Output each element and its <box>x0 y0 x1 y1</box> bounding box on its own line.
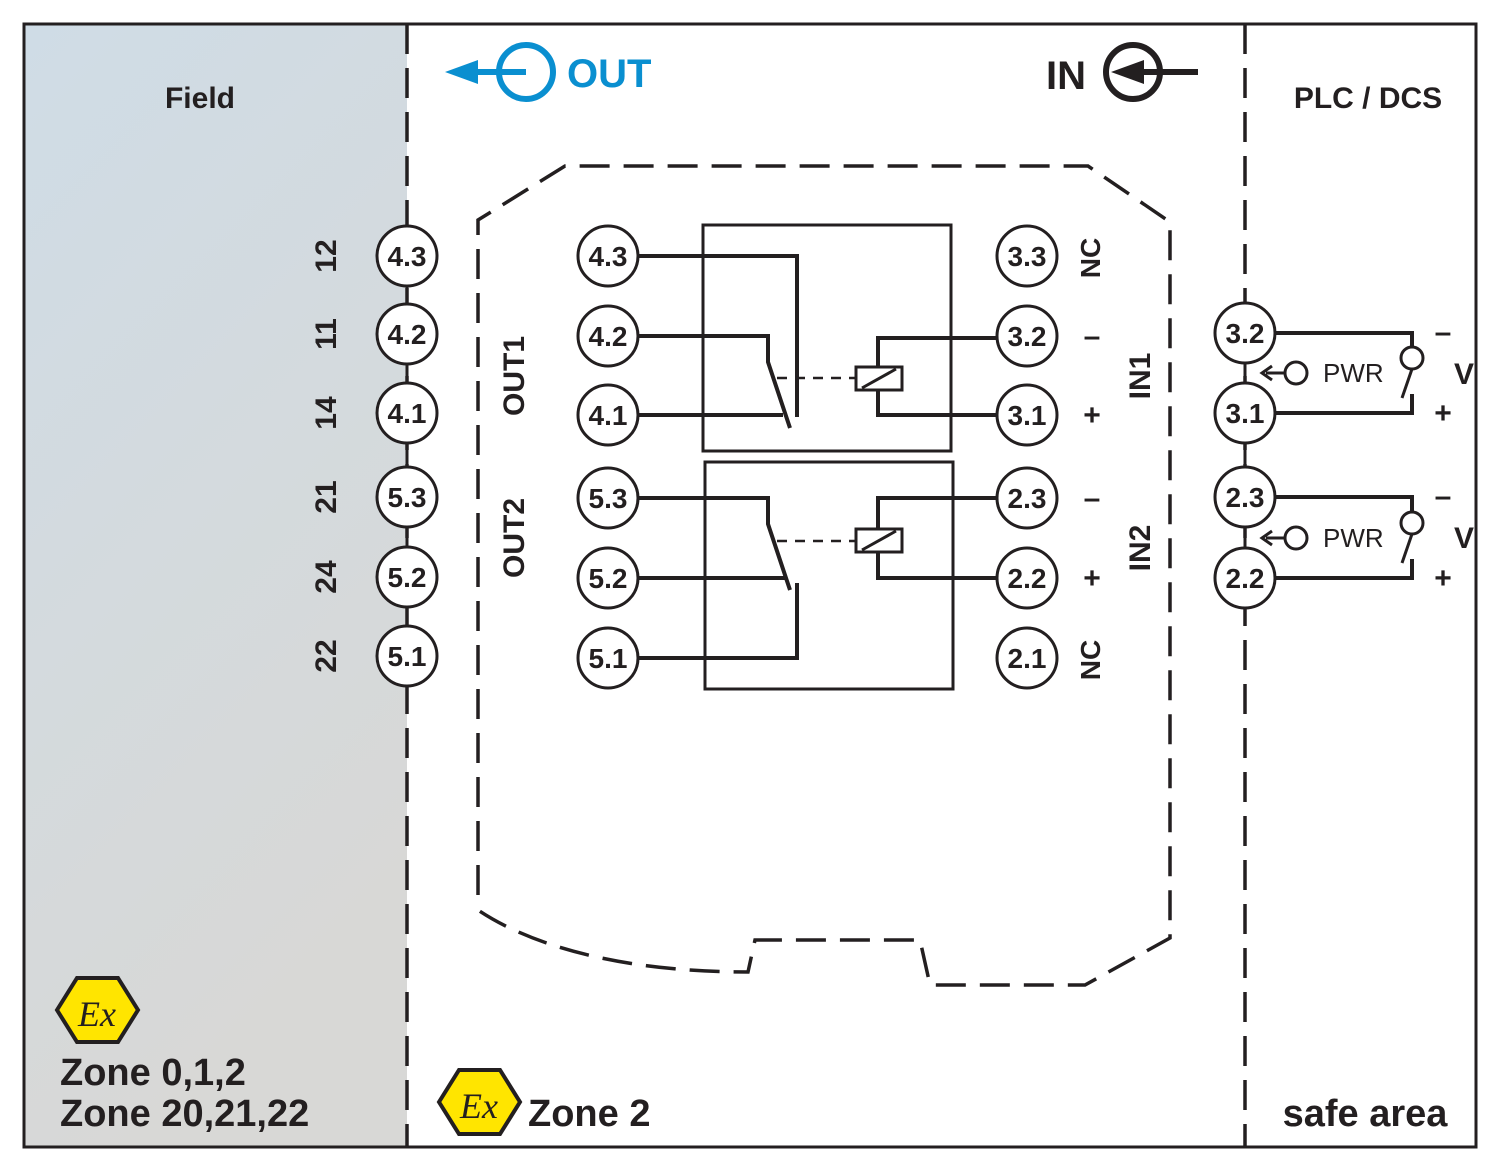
svg-text:4.1: 4.1 <box>388 398 427 429</box>
svg-text:2.3: 2.3 <box>1008 483 1047 514</box>
plc-plus-2: + <box>1434 562 1452 595</box>
svg-text:3.2: 3.2 <box>1226 318 1265 349</box>
field-terminal-4-3[interactable]: 4.3 <box>375 224 439 288</box>
contact-number-24: 24 <box>310 560 343 594</box>
field-zone-line2: Zone 20,21,22 <box>60 1093 309 1135</box>
marker-nc-top: NC <box>1075 238 1106 278</box>
voltage-label-2: V <box>1454 522 1474 555</box>
plc-minus-1: – <box>1435 316 1452 349</box>
relay-1-coil <box>777 336 998 417</box>
in2-label: IN2 <box>1124 525 1157 572</box>
field-zone-line1: Zone 0,1,2 <box>60 1052 246 1094</box>
svg-text:2.3: 2.3 <box>1226 482 1265 513</box>
module-terminal-3-1[interactable]: 3.1 <box>995 383 1059 447</box>
field-label: Field <box>165 82 235 115</box>
plc-terminal-3-2[interactable]: 3.2 <box>1213 301 1277 365</box>
out-label: OUT <box>567 52 651 96</box>
module-housing-outline <box>476 164 1172 987</box>
field-terminal-5-2[interactable]: 5.2 <box>375 545 439 609</box>
svg-text:3.2: 3.2 <box>1008 321 1047 352</box>
marker-plus-in1: + <box>1083 399 1101 432</box>
in-arrow-icon <box>1103 42 1198 102</box>
svg-text:5.2: 5.2 <box>589 563 628 594</box>
contact-number-12: 12 <box>310 239 343 272</box>
relay-2-box <box>703 460 955 691</box>
module-terminal-3-2[interactable]: 3.2 <box>995 304 1059 368</box>
svg-text:5.2: 5.2 <box>388 562 427 593</box>
safe-area-label: safe area <box>1283 1093 1449 1135</box>
svg-text:3.1: 3.1 <box>1226 398 1265 429</box>
plc-terminal-3-1[interactable]: 3.1 <box>1213 381 1277 445</box>
svg-text:2.2: 2.2 <box>1226 563 1265 594</box>
field-terminal-5-1[interactable]: 5.1 <box>375 624 439 688</box>
svg-text:Ex: Ex <box>459 1086 498 1126</box>
field-terminal-5-3[interactable]: 5.3 <box>375 465 439 529</box>
module-terminal-2-2[interactable]: 2.2 <box>995 546 1059 610</box>
out2-label: OUT2 <box>498 498 531 578</box>
module-terminal-5-2[interactable]: 5.2 <box>576 546 640 610</box>
voltage-label-1: V <box>1454 358 1474 391</box>
pwr-label-1: PWR <box>1323 358 1384 388</box>
marker-plus-in2: + <box>1083 562 1101 595</box>
module-terminal-4-1[interactable]: 4.1 <box>576 383 640 447</box>
svg-text:4.3: 4.3 <box>589 241 628 272</box>
svg-text:2.1: 2.1 <box>1008 643 1047 674</box>
plc-circuit-1 <box>1275 331 1425 415</box>
diagram-frame <box>22 22 1478 1149</box>
pwr-label-2: PWR <box>1323 523 1384 553</box>
svg-text:5.3: 5.3 <box>589 483 628 514</box>
module-terminal-3-3[interactable]: 3.3 <box>995 224 1059 288</box>
marker-minus-in2: – <box>1084 482 1101 515</box>
pwr-arrow-icon-1 <box>1259 360 1309 386</box>
contact-number-11: 11 <box>310 318 343 350</box>
in1-label: IN1 <box>1124 353 1157 400</box>
ex-hazard-icon-zone2: Ex <box>436 1068 523 1136</box>
relay-2-coil <box>777 496 998 580</box>
out-arrow-icon <box>445 42 556 102</box>
svg-text:5.3: 5.3 <box>388 482 427 513</box>
marker-nc-bottom: NC <box>1075 640 1106 680</box>
in-label: IN <box>1046 54 1086 98</box>
field-area-background <box>24 24 407 1147</box>
field-terminal-4-2[interactable]: 4.2 <box>375 302 439 366</box>
svg-text:5.1: 5.1 <box>388 641 427 672</box>
svg-text:Ex: Ex <box>77 994 116 1034</box>
plc-terminal-2-2[interactable]: 2.2 <box>1213 546 1277 610</box>
module-terminal-5-1[interactable]: 5.1 <box>576 626 640 690</box>
plc-label: PLC / DCS <box>1294 82 1442 115</box>
contact-number-22: 22 <box>310 639 343 672</box>
module-terminal-4-3[interactable]: 4.3 <box>576 224 640 288</box>
svg-text:5.1: 5.1 <box>589 643 628 674</box>
field-terminal-4-1[interactable]: 4.1 <box>375 381 439 445</box>
relay-2-contacts <box>638 496 799 660</box>
svg-text:4.1: 4.1 <box>589 400 628 431</box>
zone2-label: Zone 2 <box>528 1093 650 1135</box>
svg-text:4.3: 4.3 <box>388 241 427 272</box>
svg-text:4.2: 4.2 <box>388 319 427 350</box>
plc-minus-2: – <box>1435 480 1452 513</box>
marker-minus-in1: – <box>1084 320 1101 353</box>
svg-text:3.3: 3.3 <box>1008 241 1047 272</box>
svg-text:4.2: 4.2 <box>589 321 628 352</box>
contact-number-14: 14 <box>310 396 343 430</box>
out1-label: OUT1 <box>498 336 531 416</box>
module-terminal-4-2[interactable]: 4.2 <box>576 304 640 368</box>
contact-number-21: 21 <box>310 480 343 513</box>
plc-plus-1: + <box>1434 397 1452 430</box>
svg-text:3.1: 3.1 <box>1008 400 1047 431</box>
module-terminal-5-3[interactable]: 5.3 <box>576 466 640 530</box>
plc-terminal-2-3[interactable]: 2.3 <box>1213 465 1277 529</box>
relay-1-contacts <box>638 254 799 429</box>
pwr-arrow-icon-2 <box>1259 525 1309 551</box>
module-terminal-2-1[interactable]: 2.1 <box>995 626 1059 690</box>
svg-text:2.2: 2.2 <box>1008 563 1047 594</box>
ex-hazard-icon-field: Ex <box>54 976 141 1044</box>
module-terminal-2-3[interactable]: 2.3 <box>995 466 1059 530</box>
plc-circuit-2 <box>1275 495 1425 580</box>
